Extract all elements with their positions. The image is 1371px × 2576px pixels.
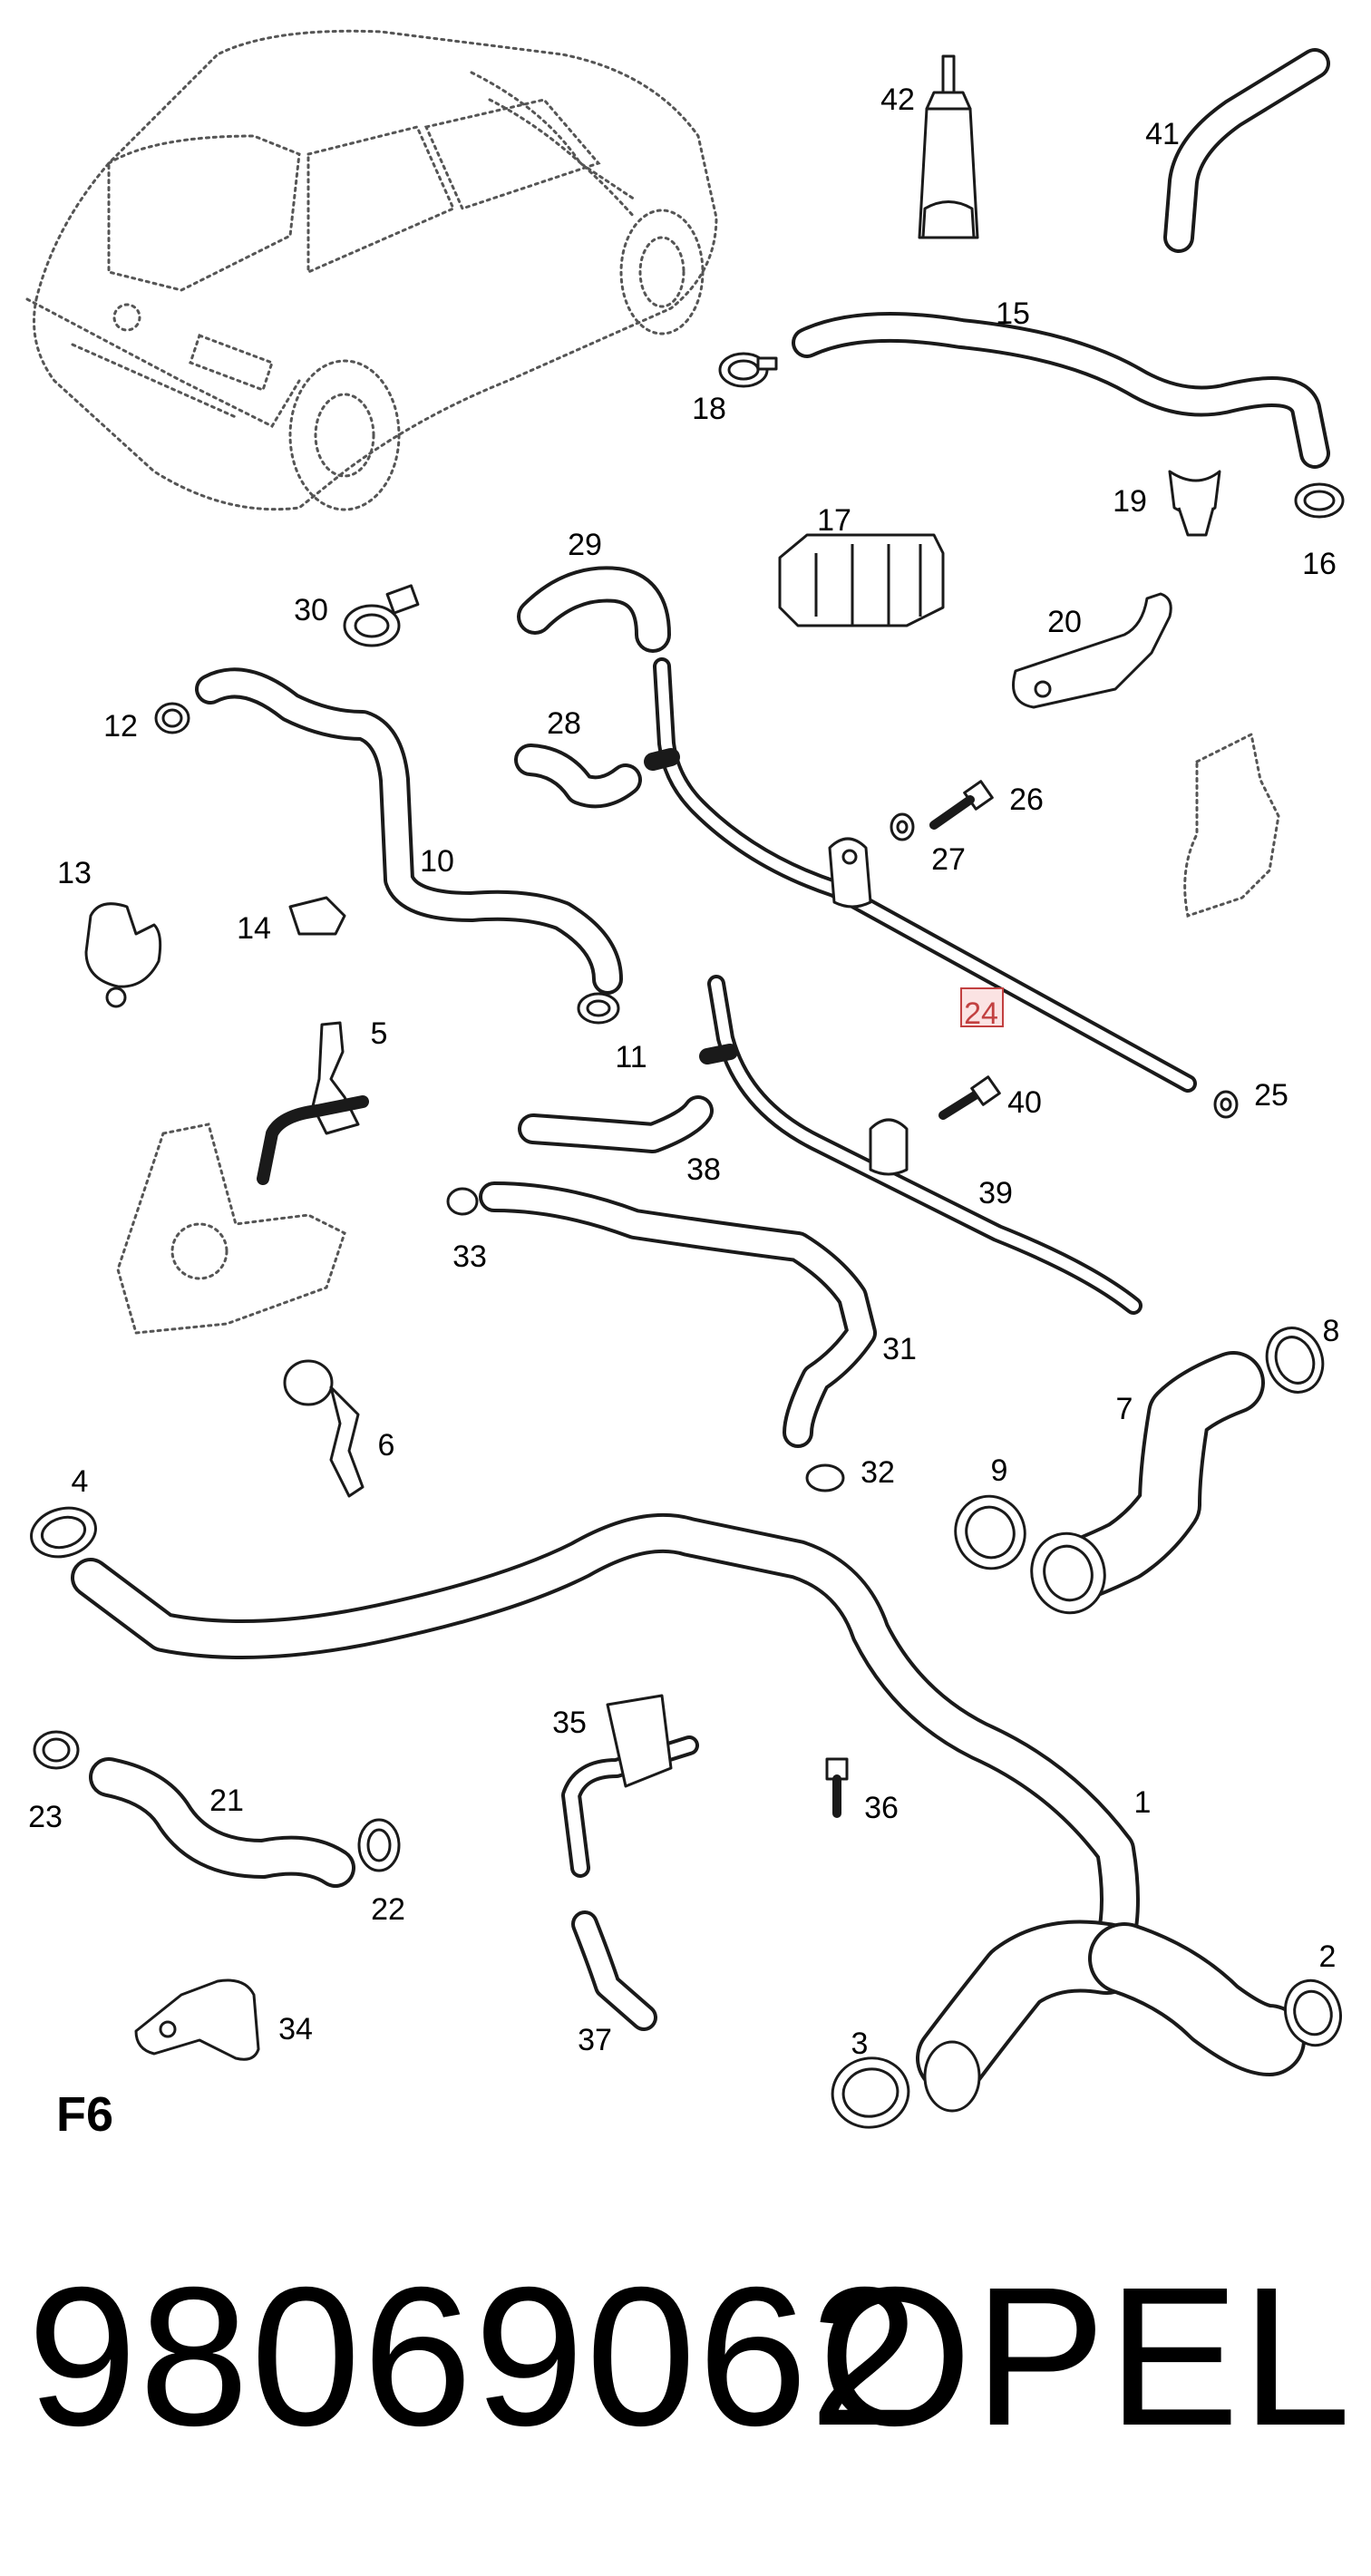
dotted-bracket-outline (1183, 732, 1280, 918)
part-11-clamp (577, 992, 620, 1025)
part-34-bracket (134, 1978, 260, 2061)
callout-label-26: 26 (1009, 783, 1044, 817)
part-19-clip (1168, 470, 1221, 537)
part-28-hose (514, 744, 642, 809)
callout-label-1: 1 (1134, 1785, 1152, 1820)
part-8-clamp (1265, 1327, 1325, 1394)
callout-label-17: 17 (817, 503, 851, 538)
callout-label-28: 28 (547, 706, 581, 741)
callout-label-33: 33 (452, 1239, 487, 1274)
brand-name: OPEL (818, 2247, 1353, 2467)
callout-label-15: 15 (996, 296, 1030, 331)
part-14-clip (288, 896, 346, 936)
part-17-bracket (778, 533, 945, 627)
part-35-pipe (561, 1694, 699, 1878)
callout-label-41: 41 (1145, 117, 1180, 151)
callout-label-2: 2 (1319, 1939, 1337, 1974)
callout-label-20: 20 (1047, 605, 1082, 639)
part-2-clamp (1284, 1978, 1342, 2047)
part-5-bracket (257, 1021, 369, 1185)
callout-label-31: 31 (882, 1332, 917, 1366)
part-39-pipe (699, 975, 1142, 1315)
part-38-hose (518, 1095, 714, 1153)
part-21-hose (89, 1757, 355, 1888)
part-9-clamp (954, 1494, 1026, 1570)
callout-label-18: 18 (692, 392, 726, 426)
figure-label: F6 (56, 2087, 113, 2142)
callout-label-9: 9 (991, 1453, 1008, 1488)
callout-label-25: 25 (1254, 1078, 1288, 1113)
callout-label-12: 12 (103, 709, 138, 744)
part-10-hose (195, 667, 623, 995)
callout-label-32: 32 (861, 1455, 895, 1490)
callout-label-35: 35 (552, 1706, 587, 1740)
part-24-pipe (644, 657, 1197, 1093)
part-32-clamp (805, 1463, 845, 1492)
part-27-washer (890, 812, 915, 841)
part-20-bracket (1012, 592, 1172, 709)
part-23-clamp (33, 1730, 80, 1770)
part-37-hose (571, 1910, 657, 2031)
callout-label-19: 19 (1113, 484, 1147, 519)
callout-label-37: 37 (578, 2023, 612, 2057)
callout-label-36: 36 (864, 1791, 899, 1825)
callout-label-23: 23 (28, 1800, 63, 1834)
part-29-hose (517, 566, 671, 653)
part-30-clamp (343, 584, 420, 647)
highlight-box-24 (960, 987, 1004, 1027)
part-6-clip (283, 1359, 365, 1498)
part-41-hose (1163, 48, 1330, 253)
callout-label-7: 7 (1116, 1392, 1133, 1426)
part-12-clamp (154, 702, 190, 734)
callout-label-30: 30 (294, 593, 328, 627)
callout-label-11: 11 (615, 1040, 647, 1074)
callout-label-16: 16 (1302, 547, 1337, 581)
callout-label-4: 4 (72, 1464, 89, 1499)
part-26-bolt (929, 780, 994, 830)
callout-label-3: 3 (851, 2027, 869, 2061)
callout-label-38: 38 (686, 1152, 721, 1187)
part-15-hose (792, 312, 1330, 469)
part-40-bolt (938, 1075, 1001, 1120)
part-42-sealant-tube (918, 54, 979, 239)
part-1-hose (71, 1512, 1306, 2113)
part-36-bolt (825, 1757, 849, 1818)
callout-label-42: 42 (880, 83, 915, 117)
callout-label-24: 24 (964, 996, 998, 1031)
part-22-clamp (357, 1818, 401, 1872)
callout-label-6: 6 (378, 1428, 395, 1463)
part-3-clamp (831, 2056, 910, 2129)
part-4-clamp (30, 1506, 97, 1559)
dotted-mount-outline (116, 1123, 346, 1335)
part-7-hose (1030, 1351, 1265, 1615)
callout-label-5: 5 (371, 1016, 388, 1051)
part-13-clip (84, 902, 162, 1008)
callout-label-27: 27 (931, 842, 966, 877)
car-silhouette-illustration (25, 29, 718, 511)
part-25-washer (1213, 1090, 1239, 1119)
callout-label-29: 29 (568, 528, 602, 562)
part-16-clamp (1294, 482, 1345, 519)
callout-label-40: 40 (1007, 1085, 1042, 1120)
part-number: 98069062 (27, 2247, 921, 2467)
parts-diagram: 4241151819161729302012282627131014245114… (25, 29, 1345, 2142)
callout-label-34: 34 (278, 2012, 313, 2046)
callout-label-10: 10 (420, 844, 454, 879)
footer: 98069062 OPEL (0, 2240, 1371, 2475)
part-18-clamp (718, 352, 778, 388)
part-33-clamp (446, 1187, 479, 1216)
part-31-hose (479, 1181, 877, 1448)
callout-label-8: 8 (1323, 1314, 1340, 1348)
callout-label-39: 39 (978, 1176, 1013, 1210)
callout-label-13: 13 (57, 856, 92, 890)
callout-label-22: 22 (371, 1892, 405, 1927)
callout-label-21: 21 (209, 1784, 244, 1818)
callout-label-14: 14 (237, 911, 271, 946)
